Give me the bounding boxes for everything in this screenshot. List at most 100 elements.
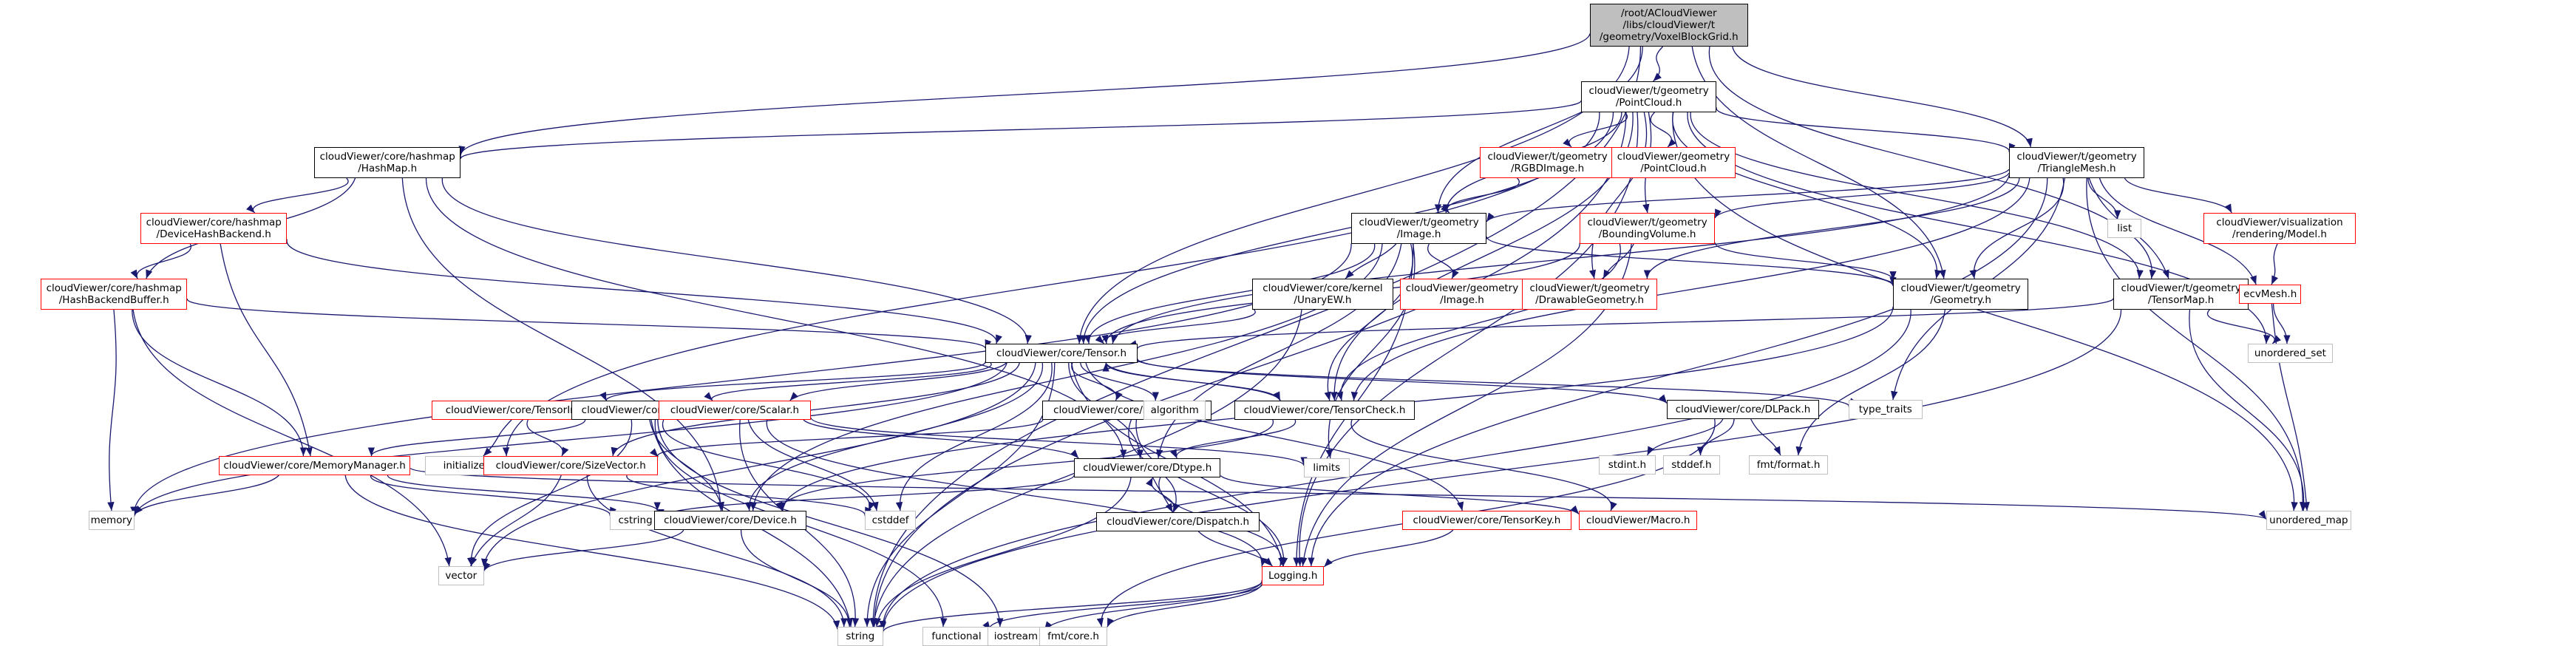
node-devicehashbackend[interactable]: cloudViewer/core/hashmap /DeviceHashBack…	[140, 213, 288, 244]
node-gpointcloud[interactable]: cloudViewer/geometry /PointCloud.h	[1611, 147, 1736, 178]
node-type-traits[interactable]: type_traits	[1849, 400, 1923, 419]
node-dispatch[interactable]: cloudViewer/core/Dispatch.h	[1096, 512, 1260, 531]
edge-Blob-to-iostream	[657, 419, 1004, 628]
edge-tImage-to-limits	[1325, 243, 1416, 459]
edge-TensorCheck-to-Device	[775, 419, 1274, 511]
node-hashmap[interactable]: cloudViewer/core/hashmap /HashMap.h	[314, 147, 461, 178]
edge-root-to-tPointCloud	[1653, 46, 1664, 82]
edge-tImage-to-gImage	[1427, 243, 1459, 279]
edge-tPointCloud-to-TensorMap	[1690, 112, 2144, 279]
edge-Logging-to-functional	[982, 581, 1263, 631]
edge-MemoryManager-to-string	[344, 475, 840, 630]
edge-DeviceHashBackend-to-HashBackendBuffer	[130, 243, 191, 279]
edge-Tensor-to-Scalar	[789, 362, 1007, 401]
node-label: cloudViewer/geometry /PointCloud.h	[1617, 151, 1730, 174]
edge-Logging-to-fmtcore	[1107, 584, 1262, 628]
node-sizevector[interactable]: cloudViewer/core/SizeVector.h	[483, 456, 659, 475]
edge-SizeVector-to-cstddef	[626, 475, 871, 517]
edge-HashMap-to-Device	[401, 177, 724, 511]
node-unordered-set[interactable]: unordered_set	[2248, 344, 2333, 363]
node-vector[interactable]: vector	[438, 566, 484, 585]
node-cstddef[interactable]: cstddef	[865, 511, 917, 530]
edge-Geometry-to-fmtformat	[1795, 309, 1946, 456]
edge-TriangleMesh-to-tImage	[1486, 169, 2010, 222]
node-memory[interactable]: memory	[89, 511, 135, 530]
node-timage[interactable]: cloudViewer/t/geometry /Image.h	[1351, 213, 1487, 244]
edge-Blob-to-MemoryManager	[367, 419, 586, 457]
node-memorymanager[interactable]: cloudViewer/core/MemoryManager.h	[219, 456, 411, 475]
node-label: cloudViewer/core/Tensor.h	[996, 347, 1127, 359]
edge-Dtype-to-Macro	[1220, 475, 1580, 514]
edge-TensorMap-to-string	[880, 309, 2122, 631]
edge-TriangleMesh-to-list	[2087, 177, 2121, 220]
node-label: cloudViewer/core/SizeVector.h	[495, 460, 646, 472]
node-macro[interactable]: cloudViewer/Macro.h	[1579, 511, 1698, 530]
edge-TriangleMesh-to-Model	[2124, 177, 2232, 214]
node-label: cloudViewer/core/Dtype.h	[1083, 462, 1212, 474]
edge-TensorKey-to-Logging	[1323, 529, 1454, 568]
node-label: limits	[1313, 462, 1341, 474]
node-label: functional	[931, 630, 982, 642]
edge-Dispatch-to-Dtype	[1146, 477, 1175, 513]
node-label: stdint.h	[1608, 459, 1647, 471]
edge-RGBDImage-to-tImage	[1441, 177, 1520, 214]
node-unordered-map[interactable]: unordered_map	[2266, 511, 2351, 530]
node-algorithm[interactable]: algorithm	[1143, 401, 1206, 420]
node-logging[interactable]: Logging.h	[1262, 566, 1325, 585]
node-trianglemesh[interactable]: cloudViewer/t/geometry /TriangleMesh.h	[2009, 147, 2145, 178]
node-label: iostream	[993, 630, 1039, 642]
node-label: stddef.h	[1671, 459, 1712, 471]
node-stdint[interactable]: stdint.h	[1599, 455, 1656, 475]
edge-Scalar-to-limits	[810, 417, 1308, 466]
node-functional[interactable]: functional	[922, 627, 990, 646]
edge-HashBackendBuffer-to-Tensor	[186, 298, 992, 350]
edge-Scalar-to-Logging	[767, 419, 1268, 567]
node-label: cloudViewer/core/MemoryManager.h	[223, 460, 406, 472]
edge-Device-to-vector	[483, 529, 684, 572]
edge-Tensor-to-memory	[132, 362, 1007, 517]
edge-HashBackendBuffer-to-MemoryManager	[132, 309, 307, 457]
node-hashbackendbuffer[interactable]: cloudViewer/core/hashmap /HashBackendBuf…	[41, 279, 188, 310]
node-fmtcore[interactable]: fmt/core.h	[1039, 627, 1107, 646]
edge-TriangleMesh-to-unordered_map	[2086, 177, 2307, 511]
node-cstring[interactable]: cstring	[610, 511, 662, 530]
node-dtype[interactable]: cloudViewer/core/Dtype.h	[1074, 458, 1221, 477]
node-fmtformat[interactable]: fmt/format.h	[1749, 455, 1829, 475]
node-tensor[interactable]: cloudViewer/core/Tensor.h	[985, 344, 1138, 363]
node-tpointcloud[interactable]: cloudViewer/t/geometry /PointCloud.h	[1581, 81, 1717, 112]
node-rgbdimage[interactable]: cloudViewer/t/geometry /RGBDImage.h	[1480, 147, 1616, 178]
node-model[interactable]: cloudViewer/visualization /rendering/Mod…	[2203, 213, 2356, 244]
edge-BoundingVolume-to-TensorCheck	[1336, 243, 1621, 401]
edge-Tensor-to-type_traits	[1137, 358, 1857, 408]
node-stddef[interactable]: stddef.h	[1663, 455, 1720, 475]
node-label: cloudViewer/t/geometry /TensorMap.h	[2121, 282, 2241, 306]
node-boundingvolume[interactable]: cloudViewer/t/geometry /BoundingVolume.h	[1580, 213, 1716, 244]
node-limits[interactable]: limits	[1304, 458, 1350, 477]
node-label: cloudViewer/geometry /Image.h	[1405, 282, 1519, 306]
node-label: vector	[445, 570, 478, 582]
node-label: cloudViewer/core/hashmap /HashMap.h	[319, 151, 455, 174]
node-label: /root/ACloudViewer /libs/cloudViewer/t /…	[1599, 7, 1739, 43]
node-gimage[interactable]: cloudViewer/geometry /Image.h	[1400, 279, 1524, 310]
node-label: cloudViewer/t/geometry /Image.h	[1359, 217, 1479, 240]
node-label: cloudViewer/core/Dispatch.h	[1107, 516, 1250, 528]
node-tensormap[interactable]: cloudViewer/t/geometry /TensorMap.h	[2113, 279, 2249, 310]
node-geometry[interactable]: cloudViewer/t/geometry /Geometry.h	[1893, 279, 2029, 310]
edge-root-to-string	[869, 46, 1642, 628]
node-tensorkey[interactable]: cloudViewer/core/TensorKey.h	[1402, 511, 1571, 530]
node-unaryew[interactable]: cloudViewer/core/kernel /UnaryEW.h	[1252, 279, 1393, 310]
node-label: cstddef	[871, 514, 909, 526]
node-ecvmesh[interactable]: ecvMesh.h	[2239, 285, 2302, 304]
edge-root-to-tImage	[1434, 46, 1643, 214]
node-scalar[interactable]: cloudViewer/core/Scalar.h	[659, 401, 811, 420]
node-tensorcheck[interactable]: cloudViewer/core/TensorCheck.h	[1234, 401, 1415, 420]
node-drawablegeometry[interactable]: cloudViewer/t/geometry /DrawableGeometry…	[1522, 279, 1658, 310]
edge-HashMap-to-Tensor	[441, 177, 1032, 344]
edge-Device-to-string	[740, 529, 853, 628]
node-string[interactable]: string	[837, 627, 883, 646]
node-dlpack[interactable]: cloudViewer/core/DLPack.h	[1667, 400, 1819, 419]
node-device[interactable]: cloudViewer/core/Device.h	[654, 511, 806, 530]
node-list[interactable]: list	[2107, 219, 2142, 238]
node-iostream[interactable]: iostream	[988, 627, 1044, 646]
edge-TensorMap-to-Tensor	[1129, 297, 2114, 350]
